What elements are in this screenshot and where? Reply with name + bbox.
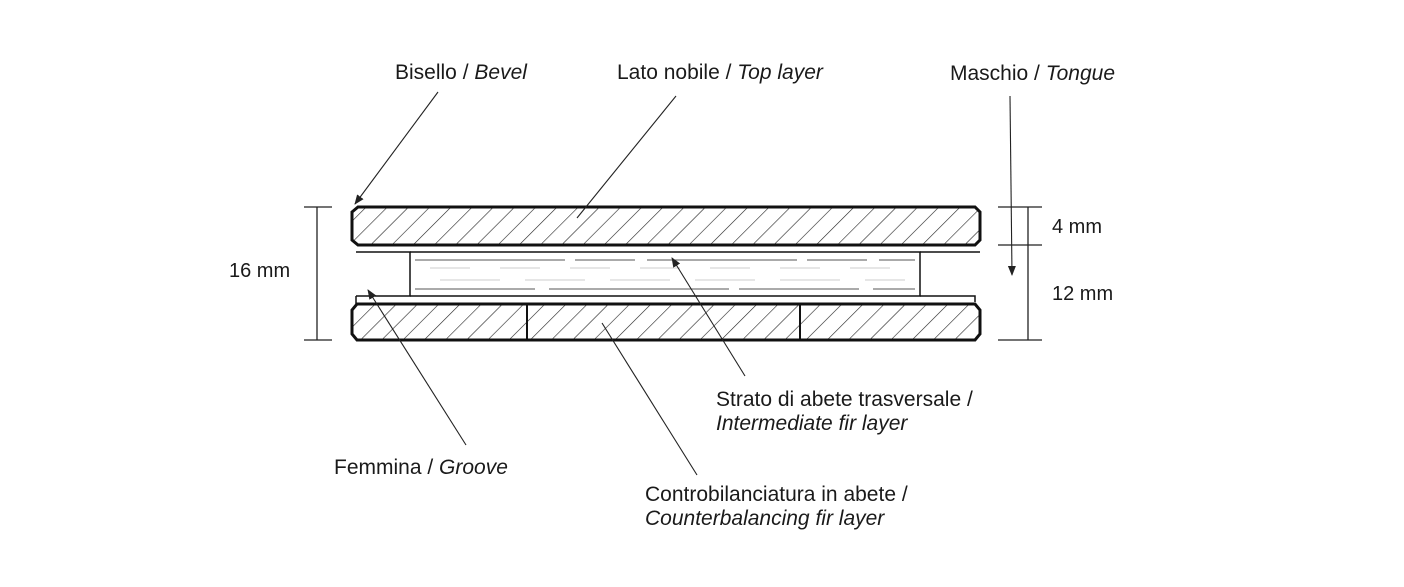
dimension-total xyxy=(304,206,332,341)
dimension-core-label: 12 mm xyxy=(1052,283,1114,305)
leader-intermediate xyxy=(671,257,746,377)
label-counterbalancing: Controbilanciatura in abete / Counterbal… xyxy=(645,483,908,530)
counterbalancing-board xyxy=(350,302,982,342)
leader-top-layer xyxy=(576,95,677,219)
leader-counterbalancing xyxy=(601,322,698,476)
intermediate-core-outline xyxy=(410,251,921,297)
leader-bevel xyxy=(354,91,439,205)
top-layer-board xyxy=(350,205,982,247)
dimension-top-label: 4 mm xyxy=(1052,216,1102,238)
dimension-total-label: 16 mm xyxy=(229,260,291,282)
label-top-layer: Lato nobile / Top layer xyxy=(617,61,823,84)
label-groove: Femmina / Groove xyxy=(334,456,508,479)
label-bevel: Bisello / Bevel xyxy=(395,61,527,84)
leader-groove xyxy=(367,289,467,446)
label-intermediate: Strato di abete trasversale / Intermedia… xyxy=(716,388,973,435)
leader-tongue xyxy=(1007,95,1016,276)
tongue-profile xyxy=(920,251,980,302)
intermediate-layer xyxy=(356,251,411,297)
label-tongue: Maschio / Tongue xyxy=(950,62,1116,85)
dimension-right xyxy=(998,206,1042,341)
